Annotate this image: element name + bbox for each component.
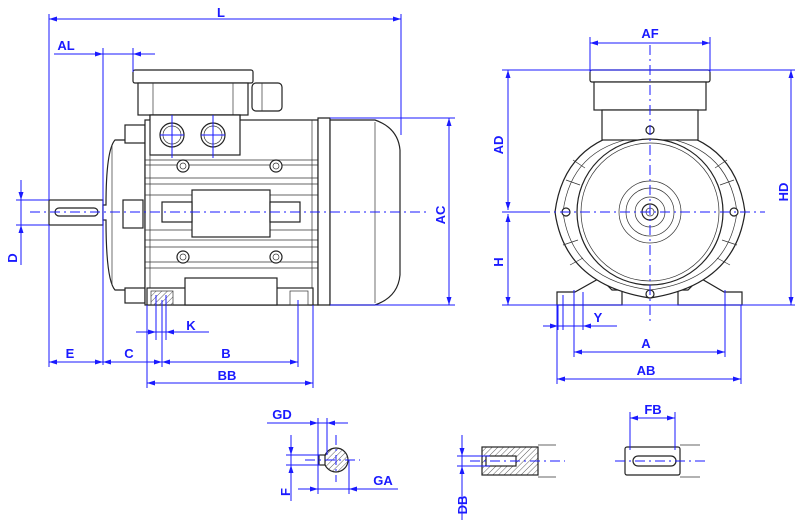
shaft-keyway-detail: FB bbox=[615, 402, 705, 478]
dim-label-FB: FB bbox=[644, 402, 661, 417]
dim-AC: AC bbox=[330, 117, 455, 306]
dim-label-AC: AC bbox=[433, 205, 448, 224]
dim-label-A: A bbox=[641, 336, 651, 351]
front-view: AF AD H HD Y bbox=[491, 26, 795, 384]
dim-label-Y: Y bbox=[594, 310, 603, 325]
dim-label-F: F bbox=[278, 488, 293, 496]
dim-L: L bbox=[48, 5, 402, 200]
dim-label-AL: AL bbox=[57, 38, 74, 53]
dim-K: K bbox=[136, 295, 209, 340]
dim-label-K: K bbox=[186, 318, 196, 333]
dim-label-HD: HD bbox=[776, 183, 791, 202]
dim-label-AB: AB bbox=[637, 363, 656, 378]
dim-label-L: L bbox=[217, 5, 225, 20]
dim-DB: DB bbox=[455, 435, 490, 520]
dim-label-C: C bbox=[124, 346, 134, 361]
dim-label-AD: AD bbox=[491, 136, 506, 155]
shaft-section-detail: GD GA F bbox=[267, 407, 398, 501]
dim-AB: AB bbox=[556, 305, 742, 384]
nameplate bbox=[191, 189, 271, 238]
side-view: L AL D AC K bbox=[5, 5, 455, 388]
dim-H: H bbox=[491, 214, 511, 305]
dim-Y: Y bbox=[543, 292, 617, 330]
dim-GD: GD bbox=[267, 407, 348, 426]
dim-label-H: H bbox=[491, 257, 506, 266]
housing-fins bbox=[562, 159, 738, 266]
dim-FB: FB bbox=[629, 402, 676, 450]
dim-label-GA: GA bbox=[373, 473, 393, 488]
dim-label-B: B bbox=[221, 346, 230, 361]
cable-gland bbox=[251, 82, 283, 112]
dim-AD: AD bbox=[491, 70, 511, 210]
shaft-end-tapped-hole-detail: DB bbox=[455, 435, 565, 520]
dim-D: D bbox=[5, 180, 49, 265]
dim-label-GD: GD bbox=[272, 407, 292, 422]
dim-E-C-B: E C B bbox=[48, 225, 314, 388]
dim-AL: AL bbox=[54, 38, 155, 365]
dim-label-BB: BB bbox=[218, 368, 237, 383]
dim-F: F bbox=[278, 435, 294, 501]
dim-label-DB: DB bbox=[455, 496, 470, 515]
flange-lug-top bbox=[124, 124, 146, 144]
dim-label-D: D bbox=[5, 253, 20, 262]
dim-A: A bbox=[573, 290, 726, 357]
dim-label-AF: AF bbox=[641, 26, 658, 41]
dim-GA: GA bbox=[298, 473, 398, 492]
dim-BB: BB bbox=[147, 368, 313, 386]
dim-AF: AF bbox=[589, 26, 711, 72]
motor-body bbox=[122, 114, 329, 306]
flange-lug-bottom bbox=[124, 287, 146, 304]
dim-label-E: E bbox=[66, 346, 75, 361]
dim-HD: HD bbox=[776, 70, 794, 305]
